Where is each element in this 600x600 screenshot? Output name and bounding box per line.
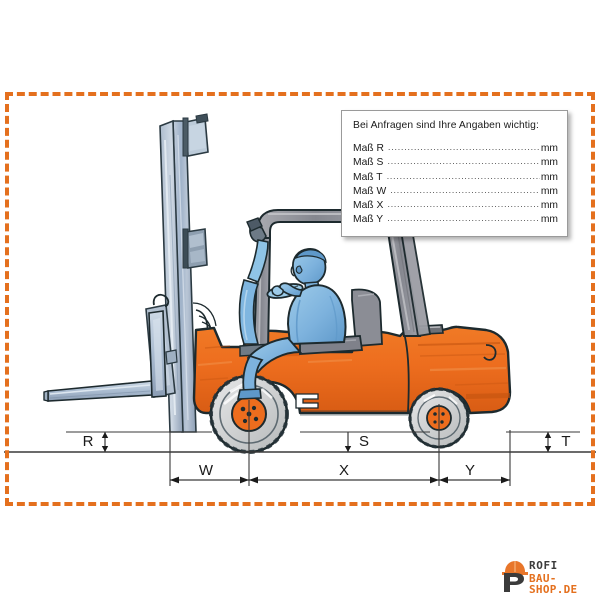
measurement-unit-s: mm [540, 157, 558, 169]
measurement-label-r: Maß R [353, 143, 384, 154]
measurement-unit-w: mm [540, 185, 558, 197]
logo-line-two: BAU-SHOP.DE [529, 572, 578, 596]
measurement-dots-x: ........................................… [387, 199, 540, 211]
measurement-dots-s: ........................................… [387, 156, 540, 168]
measurement-unit-y: mm [540, 214, 558, 226]
measurement-unit-r: mm [540, 143, 558, 154]
dimension-lines [4, 400, 596, 486]
logo-letter-p [504, 573, 524, 592]
measurement-label-w: Maß W [353, 185, 387, 197]
logo-line-one: ROFI [529, 559, 558, 572]
measurement-label-s: Maß S [353, 157, 384, 169]
measurement-dots-r: ........................................… [387, 142, 540, 153]
mast-assembly [43, 113, 217, 433]
orange-dashed-frame [5, 92, 595, 506]
info-box-title: Bei Anfragen sind Ihre Angaben wichtig: [353, 120, 539, 131]
measurement-row-y: Maß Y ..................................… [353, 213, 558, 227]
measurement-label-y: Maß Y [353, 214, 384, 226]
logo-mark [502, 561, 528, 592]
measurement-request-box: Bei Anfragen sind Ihre Angaben wichtig: … [341, 110, 568, 237]
profi-bau-shop-logo[interactable]: ROFI BAU-SHOP.DE [497, 558, 597, 595]
dimension-label-S: S [359, 433, 369, 450]
measurement-dots-y: ........................................… [387, 213, 540, 225]
dimension-label-R: R [83, 433, 94, 450]
measurement-row-r: Maß R ..................................… [353, 142, 558, 156]
hard-hat-icon [502, 561, 528, 575]
measurement-unit-t: mm [540, 171, 558, 183]
logo-text: ROFI BAU-SHOP.DE [529, 560, 597, 595]
measurement-unit-x: mm [540, 200, 558, 212]
measurement-label-x: Maß X [353, 200, 384, 212]
measurement-dots-w: ........................................… [390, 184, 540, 196]
measurement-label-t: Maß T [353, 171, 383, 183]
measurement-row-x: Maß X ..................................… [353, 199, 558, 213]
dimension-label-T: T [561, 433, 570, 450]
info-box-rows: Maß R ..................................… [353, 142, 558, 228]
measurement-row-t: Maß T ..................................… [353, 171, 558, 185]
dimension-label-Y: Y [465, 462, 475, 479]
dimension-labels: R S T W X Y [83, 433, 571, 479]
measurement-row-w: Maß W ..................................… [353, 185, 558, 199]
measurement-dots-t: ........................................… [386, 170, 540, 182]
measurement-row-s: Maß S ..................................… [353, 156, 558, 170]
dimension-label-X: X [339, 462, 349, 479]
operator-figure [236, 248, 347, 400]
dimension-label-W: W [199, 462, 214, 479]
